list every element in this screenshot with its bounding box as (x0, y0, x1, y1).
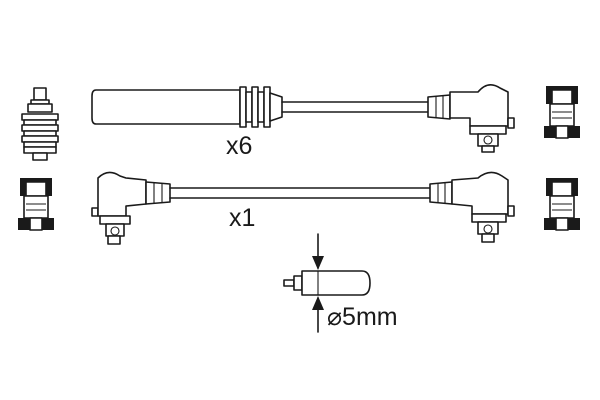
cable-cross-section (283, 270, 371, 296)
diameter-arrows (312, 233, 324, 333)
spark-plug (21, 87, 59, 161)
lead-straight-to-angled (91, 84, 515, 153)
quantity-label-secondary: x1 (229, 204, 256, 232)
coil-cap-middle-left (18, 178, 54, 231)
coil-cap-top-right (544, 86, 580, 139)
lead-angled-to-angled (91, 171, 515, 245)
quantity-label-primary: x6 (226, 132, 253, 160)
coil-cap-middle-right (544, 178, 580, 231)
diameter-label: ⌀5mm (327, 303, 398, 331)
